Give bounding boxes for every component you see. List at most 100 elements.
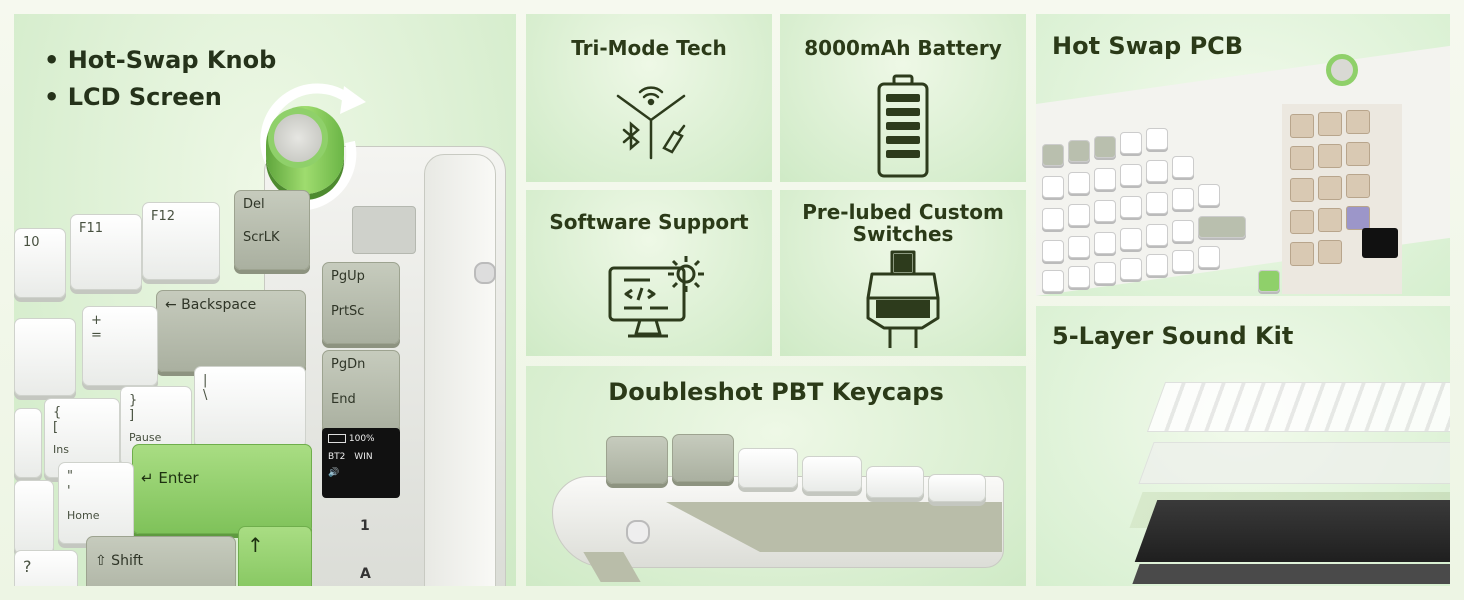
pcb-key	[1198, 184, 1220, 206]
mechanical-switch-icon	[866, 250, 940, 348]
lcd-mode-value: BT2	[328, 452, 346, 462]
pcb-knob	[1326, 54, 1358, 86]
key-home-label: Home	[67, 509, 100, 522]
pcb-key	[1042, 208, 1064, 230]
switches-title-line1: Pre-lubed Custom	[802, 200, 1004, 224]
pcb-switch	[1318, 112, 1342, 136]
pcb-key	[1068, 266, 1090, 288]
keyboard-side-bar	[424, 154, 496, 586]
key-pgup: PgUp PrtSc	[322, 262, 400, 344]
pcb-switch	[1290, 210, 1314, 234]
key-brace-close-label: }	[129, 393, 138, 408]
knob-hole	[352, 206, 416, 254]
key-equals-label: =	[91, 328, 102, 343]
lcd-screen: 100% BT2 WIN 🔊	[322, 428, 400, 498]
side-label-one: 1	[360, 518, 370, 534]
pcb-key	[1042, 270, 1064, 292]
key-pgup-label: PgUp	[331, 269, 365, 284]
software-title: Software Support	[549, 210, 749, 234]
pcb-key	[1068, 140, 1090, 162]
key-plus-equals: + =	[82, 306, 158, 386]
pcb-switch	[1346, 110, 1370, 134]
key-end-label: End	[331, 392, 356, 407]
knob-lcd-panel: Hot-Swap Knob LCD Screen 10 F11 F12 Del …	[14, 14, 516, 586]
lcd-battery-value: 100%	[348, 434, 375, 444]
feature-bullets: Hot-Swap Knob LCD Screen	[44, 42, 277, 116]
gear-icon	[668, 256, 704, 292]
pcb-key	[1068, 172, 1090, 194]
key-backslash: | \	[194, 366, 306, 448]
pcb-key	[1146, 254, 1168, 276]
pcb-switch	[1290, 242, 1314, 266]
pcb-key	[1198, 216, 1246, 238]
pcb-key	[1172, 156, 1194, 178]
key-ins-label: Ins	[53, 443, 69, 456]
pcb-key	[1094, 200, 1116, 222]
pcb-key	[1094, 232, 1116, 254]
pcb-key	[1198, 246, 1220, 268]
pcb-key	[1120, 132, 1142, 154]
plate-layer	[1146, 382, 1450, 432]
key-pipe-label: |	[203, 373, 208, 388]
key-up-arrow: ↑	[238, 526, 312, 586]
battery-panel: 8000mAh Battery	[780, 14, 1026, 182]
pcb-switch	[1318, 176, 1342, 200]
sound-kit-panel: 5-Layer Sound Kit	[1036, 306, 1450, 586]
key-pause-label: Pause	[129, 431, 162, 444]
key-pgdn: PgDn End	[322, 350, 400, 432]
pcb-key	[1042, 176, 1064, 198]
pcb-switch	[1290, 178, 1314, 202]
pcb-key	[1094, 168, 1116, 190]
side-keycap-4	[802, 456, 862, 492]
key-colon-edge	[14, 480, 54, 554]
key-f12: F12	[142, 202, 220, 280]
pcb-key	[1146, 128, 1168, 150]
key-plus-label: +	[91, 313, 102, 328]
key-bracket-open-label: [	[53, 420, 59, 435]
key-question: ?	[14, 550, 78, 586]
key-quote-label: "	[67, 469, 73, 484]
side-keycap-2	[672, 434, 734, 482]
key-del-label: Del	[243, 197, 265, 212]
pcb-panel: Hot Swap PCB	[1036, 14, 1450, 296]
pcb-switch-area	[1282, 104, 1402, 294]
pcb-key	[1120, 258, 1142, 280]
key-minus	[14, 318, 76, 396]
pcb-keycap-grid	[1042, 124, 1282, 294]
rotary-knob-cap	[268, 108, 328, 168]
foam-layer-1	[1138, 442, 1450, 484]
key-backslash-label: \	[203, 388, 208, 403]
lcd-sound-value: 🔊	[328, 468, 340, 478]
trimode-panel: Tri-Mode Tech	[526, 14, 772, 182]
lcd-battery-icon	[328, 434, 346, 443]
key-apostrophe-label: '	[67, 484, 71, 499]
bullet-lcd-screen: LCD Screen	[44, 79, 276, 116]
key-quote: " ' Home	[58, 462, 134, 544]
pcb-switch	[1318, 208, 1342, 232]
switches-panel: Pre-lubed Custom Switches	[780, 190, 1026, 356]
lcd-battery-row: 100%	[328, 434, 394, 444]
pcb-switch	[1346, 206, 1370, 230]
pcb-key	[1042, 240, 1064, 262]
switches-title-line2: Switches	[852, 222, 954, 246]
pcb-key	[1258, 270, 1280, 292]
pcb-switch	[1290, 146, 1314, 170]
pcb-key	[1146, 192, 1168, 214]
bullet-hot-swap-knob: Hot-Swap Knob	[44, 42, 277, 79]
key-shift: ⇧ Shift	[86, 536, 236, 586]
pcb-key	[1120, 164, 1142, 186]
key-f11: F11	[70, 214, 142, 290]
pcb-key	[1172, 220, 1194, 242]
lcd-os-value: WIN	[354, 452, 373, 462]
pcb-key	[1094, 136, 1116, 158]
pcb-key	[1146, 224, 1168, 246]
key-enter: ↵ Enter	[132, 444, 312, 534]
kickstand-hinge	[626, 520, 650, 544]
keycaps-panel: Doubleshot PBT Keycaps	[526, 366, 1026, 586]
pcb-switch	[1290, 114, 1314, 138]
key-backspace: ← Backspace	[156, 290, 306, 372]
pcb-switch	[1318, 240, 1342, 264]
pcb-switch	[1318, 144, 1342, 168]
pcb-key	[1068, 204, 1090, 226]
